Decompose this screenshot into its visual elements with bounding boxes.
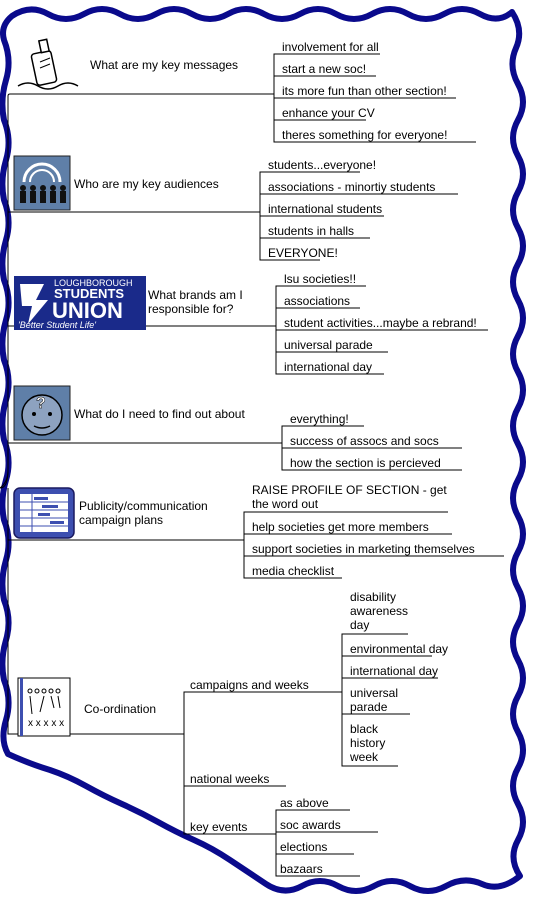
list-item: black history week [350,722,386,764]
logo-line3: UNION [52,298,123,323]
list-item: as above [280,796,329,810]
gantt-plan-icon [13,487,75,539]
list-item: media checklist [252,564,335,578]
subtopic-national-weeks: national weeks [190,772,270,786]
topic-label-find-out: What do I need to find out about [74,407,245,421]
list-item: enhance your CV [282,106,375,120]
logo-tagline: 'Better Student Life' [18,320,96,330]
union-logo-icon: LOUGHBOROUGH STUDENTS UNION 'Better Stud… [14,276,146,330]
list-item: universal parade [284,338,373,352]
list-item: international day [284,360,373,374]
topic-label-brands: What brands am I responsible for? [148,288,243,316]
topic-label-campaign-plans: Publicity/communication campaign plans [79,499,208,527]
list-item: success of assocs and socs [290,434,439,448]
list-item: elections [280,840,328,854]
topic-label-key-audiences: Who are my key audiences [74,177,219,191]
audience-people-icon [13,155,71,211]
question-face-icon: ? [13,385,71,441]
list-item: involvement for all [282,40,379,54]
list-item: EVERYONE! [268,246,338,260]
list-item: students...everyone! [268,158,377,172]
subtopic-campaigns-weeks: campaigns and weeks [190,678,309,692]
list-item: how the section is percieved [290,456,441,470]
list-item: student activities...maybe a rebrand! [284,316,477,330]
list-item: bazaars [280,862,323,876]
list-item: help societies get more members [252,520,429,534]
play-diagram-icon: x x x x x [17,677,71,737]
connector-lines [0,53,504,877]
list-item: RAISE PROFILE OF SECTION - get the word … [252,483,447,511]
subtopic-key-events: key events [190,820,248,834]
svg-text:?: ? [36,395,46,412]
svg-text:x x x x x: x x x x x [28,718,64,729]
list-item: theres something for everyone! [282,128,448,142]
message-in-bottle-icon [17,38,79,90]
logo-line1: LOUGHBOROUGH [54,278,133,288]
list-item: start a new soc! [282,62,367,76]
list-item: soc awards [280,818,341,832]
list-item: lsu societies!! [284,272,357,286]
topic-label-coordination: Co-ordination [84,702,157,716]
list-item: disability awareness day [350,590,409,632]
list-item: universal parade [350,686,399,714]
list-item: support societies in marketing themselve… [252,542,475,556]
topic-label-key-messages: What are my key messages [90,58,239,72]
list-item: associations - minortiy students [268,180,436,194]
list-item: its more fun than other section! [282,84,447,98]
list-item: associations [284,294,351,308]
logo-line2: STUDENTS [54,286,124,301]
list-item: everything! [290,412,349,426]
list-item: environmental day [350,642,449,656]
list-item: international students [268,202,383,216]
list-item: international day [350,664,439,678]
list-item: students in halls [268,224,355,238]
